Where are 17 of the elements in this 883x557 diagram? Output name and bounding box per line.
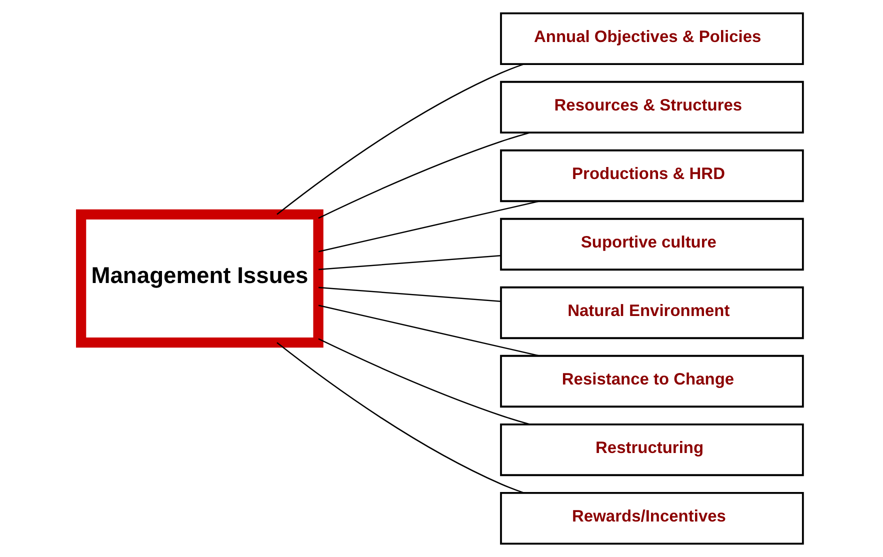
connector: [318, 200, 540, 252]
node-box: Restructuring: [500, 423, 804, 476]
connector: [318, 304, 540, 356]
node-box: Natural Environment: [500, 286, 804, 340]
connector: [318, 338, 530, 425]
node-box: Resources & Structures: [500, 80, 804, 134]
node-box: Management Issues: [76, 209, 323, 348]
connector: [318, 132, 530, 219]
node-box: Resistance to Change: [500, 354, 804, 408]
connector: [276, 64, 524, 215]
connector: [318, 286, 500, 302]
node-box: Annual Objectives & Policies: [500, 12, 804, 66]
node-box: Rewards/Incentives: [500, 492, 804, 545]
connector: [276, 342, 524, 494]
node-box: Productions & HRD: [500, 149, 804, 202]
node-box: Suportive culture: [500, 218, 804, 271]
connector: [318, 255, 500, 270]
